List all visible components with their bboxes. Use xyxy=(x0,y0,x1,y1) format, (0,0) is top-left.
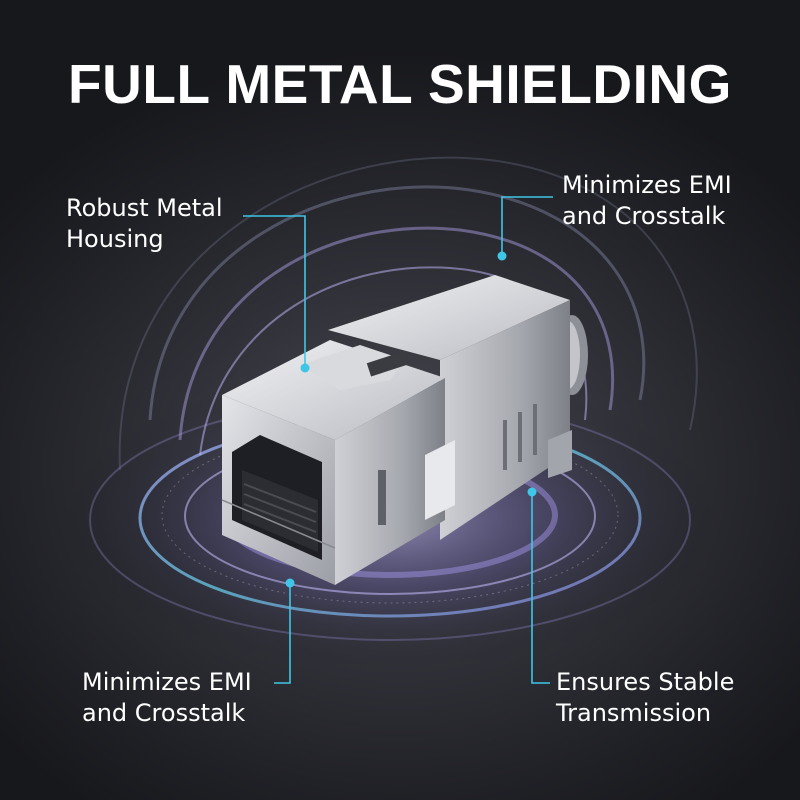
dot-top-left xyxy=(300,363,310,373)
callout-line: Robust Metal xyxy=(66,194,223,222)
leader-bottom-right xyxy=(531,492,550,684)
callout-emi-bottom: Minimizes EMI and Crosstalk xyxy=(82,667,252,729)
leader-top-right xyxy=(501,196,553,256)
callout-line: Transmission xyxy=(556,699,712,727)
callout-line: Minimizes EMI xyxy=(562,171,732,199)
dot-bottom-left xyxy=(285,578,295,588)
callout-line: and Crosstalk xyxy=(82,699,246,727)
callout-line: Housing xyxy=(66,225,164,253)
dot-bottom-right xyxy=(527,487,537,497)
callout-line: Ensures Stable xyxy=(556,668,735,696)
callout-robust-housing: Robust Metal Housing xyxy=(66,193,223,255)
callout-stable-transmission: Ensures Stable Transmission xyxy=(556,667,734,729)
callout-line: and Crosstalk xyxy=(562,202,726,230)
dot-top-right xyxy=(497,251,507,261)
rj45-keystone-jack xyxy=(221,275,588,585)
headline: FULL METAL SHIELDING xyxy=(68,53,732,115)
callout-emi-top: Minimizes EMI and Crosstalk xyxy=(562,170,732,232)
callout-lines xyxy=(243,196,553,684)
callout-line: Minimizes EMI xyxy=(82,668,252,696)
callout-dots xyxy=(285,251,537,588)
leader-bottom-left xyxy=(274,583,291,684)
leader-top-left xyxy=(243,215,306,368)
